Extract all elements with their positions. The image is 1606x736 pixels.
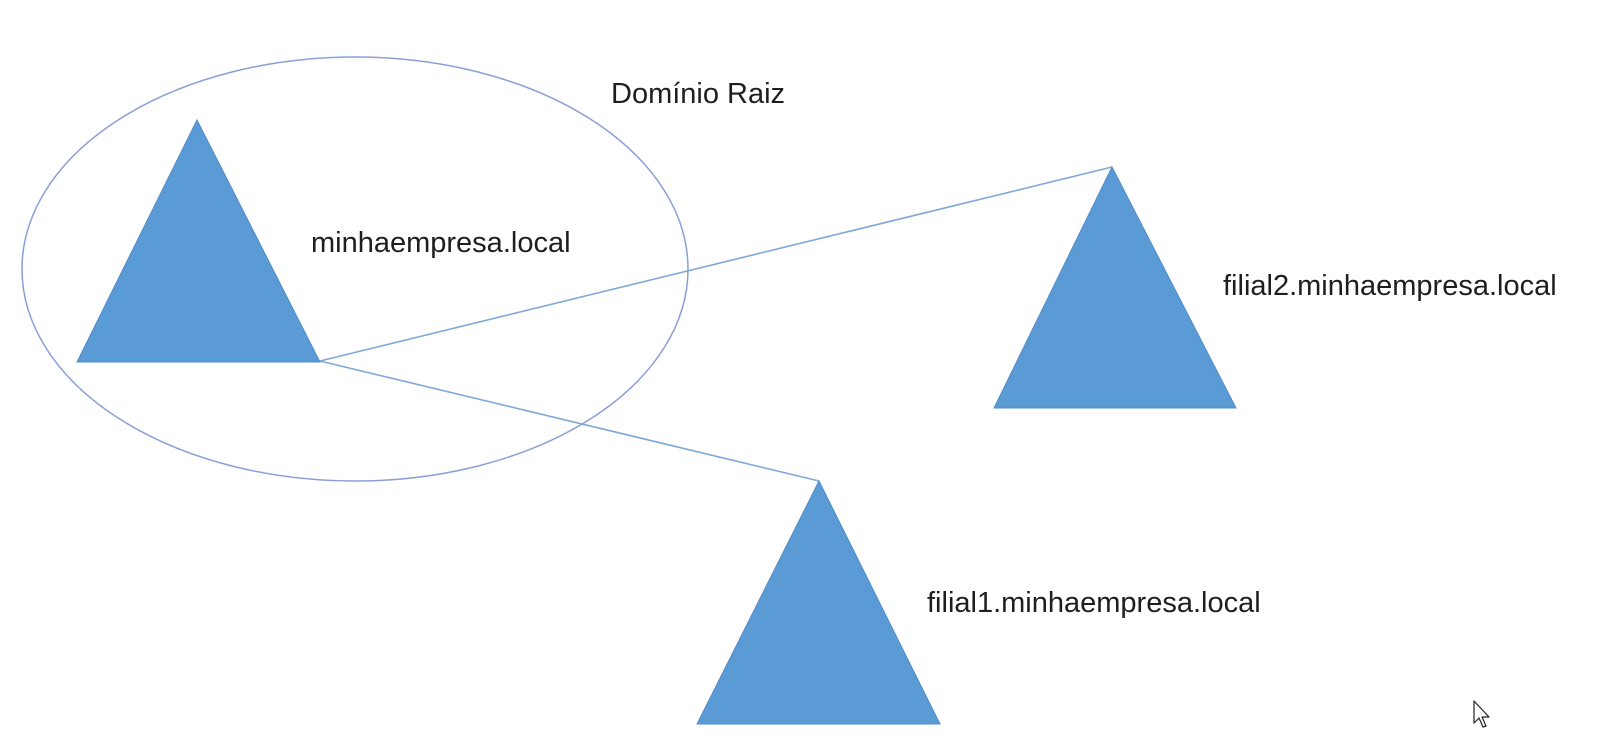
filial2-domain-label: filial2.minhaempresa.local <box>1223 270 1557 302</box>
root-domain-caption: Domínio Raiz <box>611 78 786 110</box>
filial1-domain-triangle <box>696 479 941 725</box>
filial2-domain-triangle <box>993 165 1237 409</box>
connector-root-to-filial1 <box>319 360 820 482</box>
mouse-cursor-icon <box>1473 700 1490 728</box>
root-domain-label: minhaempresa.local <box>311 227 571 259</box>
root-domain-triangle <box>76 118 321 363</box>
root-domain-ellipse <box>21 56 689 482</box>
filial1-domain-label: filial1.minhaempresa.local <box>927 587 1261 619</box>
connector-root-to-filial2 <box>319 166 1113 362</box>
